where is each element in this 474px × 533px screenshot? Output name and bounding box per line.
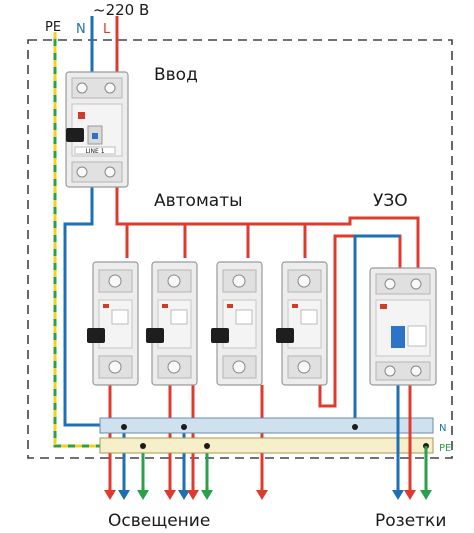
n-bus-bar: [99, 417, 434, 434]
lighting-label: Освещение: [108, 511, 210, 531]
pe-bus-bar: [99, 437, 434, 454]
rcd-device: [369, 267, 437, 386]
phase-distribution: [115, 185, 420, 268]
input-label: Ввод: [154, 65, 198, 85]
output-arrowheads: [104, 490, 432, 500]
main-breaker: LINE 1: [65, 71, 129, 188]
rcd-neutral-input-wire: [353, 234, 400, 427]
n-bus-label: N: [439, 423, 446, 434]
main-to-n-bus-wire: [63, 185, 100, 427]
circuit-breaker-1: [87, 261, 139, 386]
pe-bus-label: PE: [439, 443, 451, 454]
enclosure-boundary: [27, 39, 453, 459]
bus-terminals: [121, 424, 429, 449]
main-breaker-tag: LINE 1: [85, 148, 104, 155]
pe-supply-label: PE: [45, 20, 61, 35]
n-supply-label: N: [76, 22, 86, 37]
circuit-breaker-2: [146, 261, 198, 386]
l-supply-label: L: [103, 22, 111, 37]
circuit-breaker-4: [276, 261, 328, 386]
socket-output-wires: [396, 385, 428, 490]
supply-voltage-label: ~220 В: [93, 1, 149, 19]
sockets-label: Розетки: [375, 511, 446, 531]
breakers-label: Автоматы: [154, 191, 243, 211]
pe-supply-wire: [53, 32, 100, 448]
rcd-label: УЗО: [373, 191, 408, 211]
rcd-phase-loop: [318, 234, 402, 408]
circuit-breaker-3: [211, 261, 263, 386]
